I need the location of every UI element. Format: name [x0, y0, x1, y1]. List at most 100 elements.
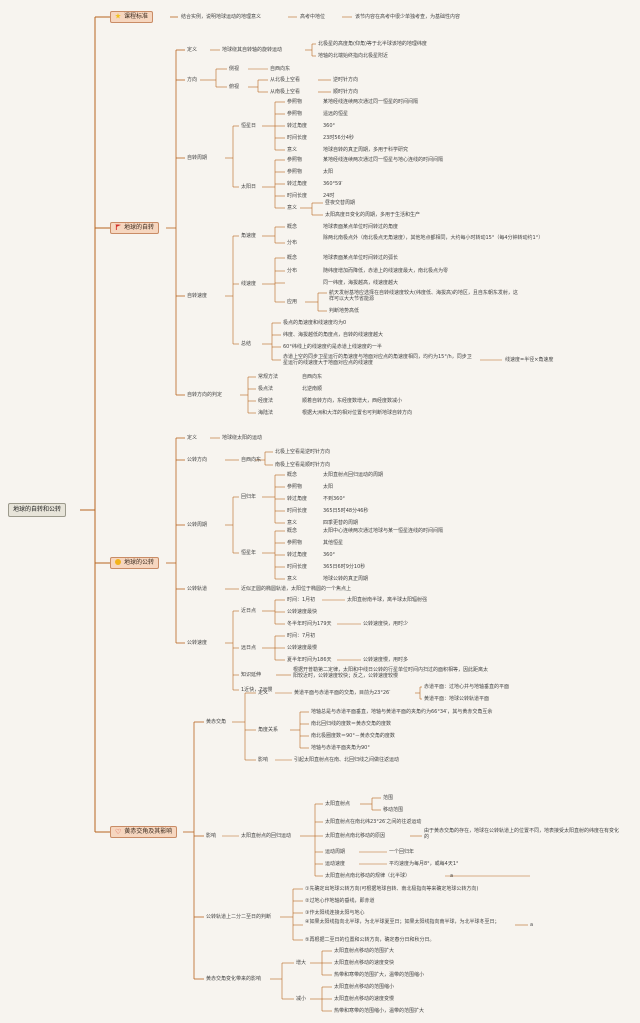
gz-guidao-text: 近似正圆的椭圆轨道，太阳位于椭圆的一个焦点上 — [241, 586, 352, 592]
zz-taiyang-label: 太阳日 — [241, 184, 257, 190]
zz-cemian-value: 自西向东 — [270, 66, 291, 72]
gz-yuanri-2: 公转速度最慢 — [287, 645, 318, 651]
heart-icon: ♡ — [115, 828, 122, 836]
gz-hengxing-key-5: 意义 — [287, 576, 298, 582]
hc-dingyi-note-2: 黄道平面：地球公转轨道平面 — [424, 696, 490, 702]
hc-jiaojiao-label: 黄赤交角 — [206, 719, 227, 725]
zz-xian-yingyong: 应用 — [287, 299, 298, 305]
zz-hengxing-label: 恒星日 — [241, 123, 257, 129]
root-node[interactable]: 地球的自转和公转 — [8, 503, 67, 517]
zz-hengxing-key-5: 意义 — [287, 147, 298, 153]
zz-hengxing-value-5: 地球自转的真正周期，多用于科学研究 — [323, 147, 409, 153]
zz-pd-k3: 经度法 — [258, 398, 274, 404]
hc-panduan-3: ③作太阳线连接太阳与地心 — [305, 910, 365, 916]
zz-taiyang-key-3: 转过角度 — [287, 181, 308, 187]
gz-hengxing-value-5: 地球公转的真正周期 — [323, 576, 369, 582]
hc-row-k3: 太阳直射点南北移动的规律（北半球） — [325, 873, 411, 879]
branch-kebiao-label: 课程标准 — [124, 13, 149, 20]
kebiao-item-1: 结合实例，说明地球运动的地理意义 — [181, 14, 262, 20]
hc-panduan-4: ④如果太阳线指向北半球，为北半球夏至日；如果太阳线指向南半球，为北半球冬至日； — [305, 919, 500, 925]
zz-hengxing-key-3: 转过角度 — [287, 123, 308, 129]
zz-pd-k1: 常规方法 — [258, 374, 279, 380]
zz-nanji-value: 顺时针方向 — [333, 89, 359, 95]
zz-jiao-k1: 概念 — [287, 224, 298, 230]
gz-yuanri-note2: 公转速度慢，用时多 — [363, 657, 409, 663]
gz-fx-item-1: 北极上空看是逆时针方向 — [275, 449, 331, 455]
gz-hengxing-label: 恒星年 — [241, 550, 257, 556]
branch-huangchi[interactable]: ♡黄赤交角及其影响 — [110, 826, 178, 838]
hc-panduan-5: ⑤再根据二至日的位置和公转方向，确定春分日和秋分日。 — [305, 937, 435, 943]
branch-gongzhuan-label: 地球的公转 — [124, 559, 155, 566]
branch-kebiao[interactable]: 课程标准 — [110, 11, 154, 23]
gz-jinri-2: 公转速度最快 — [287, 609, 318, 615]
branch-zizhuan-label: 地球的自转 — [124, 224, 155, 231]
gz-jinri-note1: 太阳直射南半球，离半球太阳辐射强 — [347, 597, 428, 603]
gz-dingyi-text: 地球绕太阳的运动 — [222, 435, 263, 441]
hc-zeng-1: 太阳直射点移动的范围扩大 — [334, 948, 395, 954]
zz-xian-k1: 概念 — [287, 255, 298, 261]
zz-beiji-label: 从北极上空看 — [270, 77, 301, 83]
gz-hengxing-key-1: 概念 — [287, 528, 298, 534]
hc-guanxi-1: 地轴总是与赤道平面垂直，地轴与黄道平面的夹角约为66°34′，其与黄赤交角互余 — [311, 709, 493, 715]
hc-fanwei-text: 太阳直射点在南北纬23°26′之间的往返运动 — [325, 819, 422, 825]
zz-taiyang-value-2: 太阳 — [323, 169, 334, 175]
zz-xian-ying-1: 航天发射基地应选择在自转线速度较大(纬度低、海拔高)的地区，且自东朝东发射，这样… — [329, 290, 518, 302]
gz-zhouqi-label: 公转周期 — [187, 522, 208, 528]
flag-icon — [115, 224, 121, 230]
gz-jinri-1: 时间：1月初 — [287, 597, 316, 603]
hc-zeng-2: 太阳直射点移动的速度变快 — [334, 960, 395, 966]
zz-formula: 线速度=半径×角速度 — [505, 357, 554, 363]
hc-row-v1: 一个回归年 — [389, 849, 415, 855]
zz-dingyi-note-1: 北极星的高度角(仰角)等于北半球该地的地理纬度 — [318, 41, 427, 47]
gz-dingyi-label: 定义 — [187, 435, 198, 441]
kebiao-item-3: 该节内容在高考中很少单独考查，为基础性内容 — [355, 14, 461, 20]
sun-icon — [115, 559, 121, 565]
zz-nanji-label: 从南极上空看 — [270, 89, 301, 95]
zz-xian-tongyi: 同一纬度，海拔越高，线速度越大 — [323, 280, 399, 286]
gz-hengxing-value-1: 太阳中心连续两次通过地球与某一恒星连线的时间间隔 — [323, 528, 444, 534]
zz-zongjie-label: 总结 — [241, 341, 252, 347]
gz-xiao: 1近快，7远慢 — [241, 687, 273, 693]
gz-huigui-key-3: 转过角度 — [287, 496, 308, 502]
zz-taiyang-key-1: 参照物 — [287, 157, 303, 163]
hc-dingyi-text: 黄道平面与赤道平面的交角，目前为23°26′ — [294, 690, 391, 696]
zz-hengxing-value-2: 遥远的恒星 — [323, 111, 349, 117]
gz-hengxing-key-4: 时间长度 — [287, 564, 308, 570]
zz-xian-v1: 地球表面某点单位时间转过的弧长 — [323, 255, 399, 261]
zz-taiyang-key-5: 意义 — [287, 205, 298, 211]
branch-zizhuan[interactable]: 地球的自转 — [110, 222, 160, 234]
gz-huigui-key-5: 意义 — [287, 520, 298, 526]
zz-dingyi-note-2: 地轴的北端始终指向北极星附近 — [318, 53, 389, 59]
gz-hengxing-value-3: 360° — [323, 552, 336, 558]
hc-row-k2: 运动速度 — [325, 861, 346, 867]
kebiao-item-2: 高考中地位 — [300, 14, 326, 20]
star-icon — [115, 13, 121, 19]
hc-zeng-3: 热带和寒带的范围扩大，温带的范围缩小 — [334, 972, 425, 978]
branch-gongzhuan[interactable]: 地球的公转 — [110, 557, 160, 569]
zz-panding-label: 自转方向的判定 — [187, 392, 223, 398]
gz-yuanri-3: 夏半年时间为186天 — [287, 657, 332, 663]
hc-jian-label: 减小 — [296, 996, 307, 1002]
zz-hengxing-key-2: 参照物 — [287, 111, 303, 117]
gz-sudu-label: 公转速度 — [187, 640, 208, 646]
hc-zhishe-label: 太阳直射点的回归运动 — [241, 833, 292, 839]
zz-taiyang-key-4: 时间长度 — [287, 193, 308, 199]
zz-cemian-label: 侧视 — [229, 66, 240, 72]
hc-panduan-label: 公转轨道上二分二至日的判断 — [206, 914, 272, 920]
hc-row-k1: 运动周期 — [325, 849, 346, 855]
hc-yingxiang-label: 影响 — [258, 757, 269, 763]
hc-zeng-label: 增大 — [296, 960, 307, 966]
zz-pd-v4: 根据大洲和大洋的相对位置也可判断地球自转方向 — [302, 410, 413, 416]
zz-hengxing-value-1: 某地经线连续两次通过同一恒星的时间间隔 — [323, 99, 419, 105]
zz-pd-v3: 顺着自转方向，东经度数增大，西经度数减小 — [302, 398, 403, 404]
hc-yingxiang-text: 引起太阳直射点在南、北回归线之间做往返运动 — [294, 757, 400, 763]
gz-huigui-key-4: 时间长度 — [287, 508, 308, 514]
gz-huigui-label: 回归年 — [241, 494, 257, 500]
zz-hengxing-value-3: 360° — [323, 123, 336, 129]
zz-jiao-k2: 分布 — [287, 240, 298, 246]
zz-beiji-value: 逆时针方向 — [333, 77, 359, 83]
hc-guanxi-2: 南北回归线的度数＝黄赤交角的度数 — [311, 721, 392, 727]
zz-jiao-label: 角速度 — [241, 233, 257, 239]
hc-jian-2: 太阳直射点移动的速度变慢 — [334, 996, 395, 1002]
branch-huangchi-label: 黄赤交角及其影响 — [124, 828, 173, 835]
